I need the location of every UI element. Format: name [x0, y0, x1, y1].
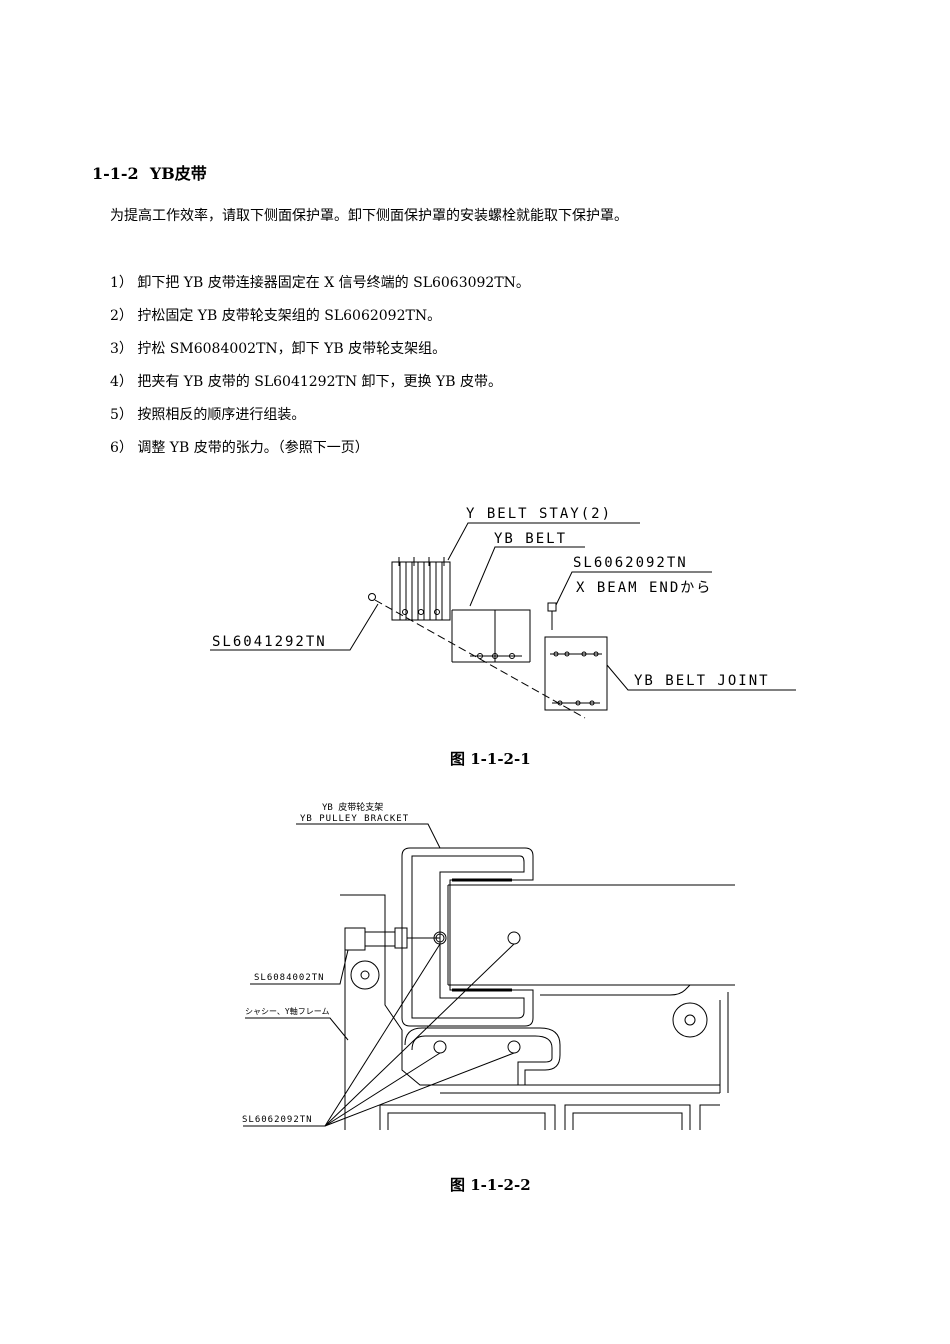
figure-1-caption: 图 1-1-2-1 [450, 750, 531, 768]
section-title: YB皮带 [149, 164, 207, 183]
fig2-label-bolt-b: SL6062092TN [242, 1115, 313, 1125]
pulley-bracket [401, 847, 534, 1027]
yb-belt [451, 609, 531, 663]
fig1-label-stay: Y BELT STAY(2) [466, 506, 612, 522]
fig2-label-frame: シャシー、Y軸フレーム [245, 1006, 330, 1016]
frame-structure [340, 894, 729, 1130]
rollers [350, 960, 708, 1038]
step-item: 3） 拧松 SM6084002TN，卸下 YB 皮带轮支架组。 [110, 341, 447, 357]
adjust-bolt [344, 927, 445, 951]
fig1-label-joint: YB BELT JOINT [634, 673, 770, 689]
belt-beam [447, 884, 735, 996]
fig2-label-bracket: YB PULLEY BRACKET [300, 814, 409, 824]
section-number: 1-1-2 [92, 164, 139, 183]
figure-1-drawing: Y BELT STAY(2) YB BELT SL6062092TN X BEA… [210, 506, 796, 719]
procedure-steps: 1） 卸下把 YB 皮带连接器固定在 X 信号终端的 SL6063092TN。 … [110, 272, 530, 470]
figure-2-caption: 图 1-1-2-2 [450, 1176, 531, 1194]
bolt-left [368, 593, 376, 601]
step-item: 6） 调整 YB 皮带的张力。（参照下一页） [110, 440, 369, 456]
fig1-label-beam-end: X BEAM ENDから [576, 580, 712, 596]
section-heading: 1-1-2 YB皮带 [92, 160, 207, 184]
yb-belt-joint [544, 636, 608, 711]
fig1-label-bolt-left: SL6041292TN [212, 634, 327, 650]
bolt-top [547, 602, 557, 630]
figure-2-drawing: YB 皮带轮支架 YB PULLEY BRACKET [242, 801, 735, 1130]
fig2-label-bolt-a: SL6084002TN [254, 973, 325, 983]
intro-paragraph: 为提高工作效率，请取下侧面保护罩。卸下侧面保护罩的安装螺栓就能取下保护罩。 [110, 208, 628, 224]
fig1-label-belt: YB BELT [494, 531, 567, 547]
fig1-label-bolt-top: SL6062092TN [573, 555, 688, 571]
step-item: 1） 卸下把 YB 皮带连接器固定在 X 信号终端的 SL6063092TN。 [110, 275, 530, 291]
belt-stay-block [391, 557, 451, 621]
fig2-label-bracket-cn: YB 皮带轮支架 [322, 801, 383, 813]
step-item: 5） 按照相反的顺序进行组装。 [110, 407, 306, 423]
step-item: 2） 拧松固定 YB 皮带轮支架组的 SL6062092TN。 [110, 308, 442, 324]
step-item: 4） 把夹有 YB 皮带的 SL6041292TN 卸下，更换 YB 皮带。 [110, 374, 502, 390]
